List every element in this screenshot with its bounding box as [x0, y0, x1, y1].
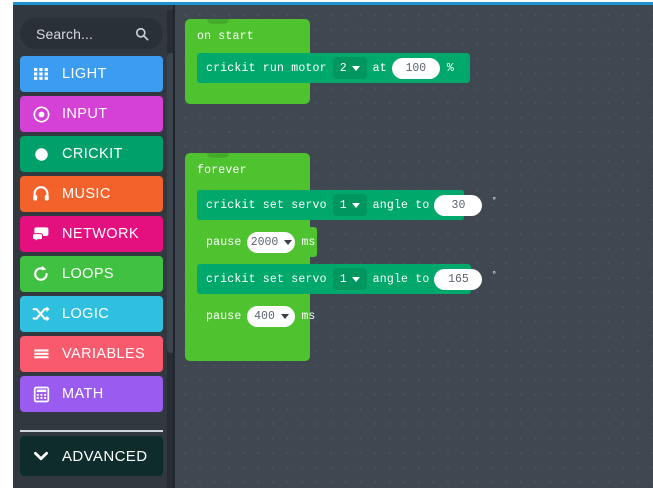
block-crickit-run-motor[interactable]: crickit run motor 2 at 100 %: [197, 53, 470, 83]
block-label-middle: angle to: [372, 198, 430, 212]
block-label-prefix: pause: [206, 309, 242, 323]
servo-select[interactable]: 1: [332, 194, 367, 216]
speed-unit: %: [446, 61, 454, 75]
duration-input[interactable]: 400: [246, 305, 295, 327]
grid-icon: [31, 64, 51, 84]
block-label-prefix: crickit run motor: [206, 61, 327, 75]
category-label: LOGIC: [62, 306, 110, 322]
angle-value: 30: [451, 198, 466, 212]
toolbox-divider: [20, 430, 163, 432]
chevron-down-icon: [351, 202, 360, 208]
servo-value: 1: [339, 198, 347, 212]
block-crickit-set-servo-2[interactable]: crickit set servo 1 angle to 165 °: [197, 264, 497, 294]
servo-value: 1: [339, 272, 347, 286]
speech-bubble-icon: [31, 224, 51, 244]
category-loops[interactable]: LOOPS: [20, 256, 163, 292]
category-input[interactable]: INPUT: [20, 96, 163, 132]
angle-unit: °: [491, 196, 497, 206]
block-pause-2000[interactable]: pause 2000 ms: [197, 227, 317, 257]
angle-unit: °: [491, 270, 497, 280]
block-notch: [207, 153, 229, 158]
chevron-down-icon: [280, 313, 289, 319]
block-pause-400[interactable]: pause 400 ms: [197, 301, 315, 331]
category-label: VARIABLES: [62, 346, 146, 362]
category-variables[interactable]: VARIABLES: [20, 336, 163, 372]
category-network[interactable]: NETWORK: [20, 216, 163, 252]
circle-icon: [31, 144, 51, 164]
category-label: LIGHT: [62, 66, 107, 82]
chevron-down-icon: [31, 446, 51, 466]
angle-input[interactable]: 165: [434, 268, 483, 290]
duration-unit: ms: [301, 309, 316, 323]
shuffle-icon: [31, 304, 51, 324]
duration-input[interactable]: 2000: [246, 231, 295, 253]
headphones-icon: [31, 184, 51, 204]
chevron-down-icon: [351, 276, 360, 282]
workspace-canvas[interactable]: on start crickit run motor 2 at 100 % fo…: [175, 5, 653, 488]
motor-value: 2: [339, 61, 347, 75]
category-light[interactable]: LIGHT: [20, 56, 163, 92]
category-label: CRICKIT: [62, 146, 123, 162]
category-math[interactable]: MATH: [20, 376, 163, 412]
category-list: LIGHT INPUT CRICKIT: [20, 56, 163, 416]
category-advanced[interactable]: ADVANCED: [20, 436, 163, 476]
category-label: LOOPS: [62, 266, 114, 282]
category-label: MUSIC: [62, 186, 111, 202]
refresh-icon: [31, 264, 51, 284]
speed-value: 100: [405, 61, 427, 75]
block-label-prefix: pause: [206, 235, 242, 249]
block-title: forever: [197, 164, 247, 177]
category-label: NETWORK: [62, 226, 139, 242]
duration-value: 2000: [250, 235, 279, 249]
block-forever-foot: [185, 337, 310, 361]
angle-input[interactable]: 30: [434, 194, 483, 216]
block-label-prefix: crickit set servo: [206, 272, 327, 286]
target-icon: [31, 104, 51, 124]
chevron-down-icon: [284, 239, 293, 245]
speed-input[interactable]: 100: [391, 57, 440, 79]
chevron-down-icon: [351, 65, 360, 71]
block-title: on start: [197, 30, 254, 43]
category-music[interactable]: MUSIC: [20, 176, 163, 212]
block-label-prefix: crickit set servo: [206, 198, 327, 212]
search-icon[interactable]: [135, 27, 149, 41]
duration-value: 400: [254, 309, 275, 323]
category-crickit[interactable]: CRICKIT: [20, 136, 163, 172]
search-input[interactable]: Search...: [20, 18, 163, 49]
block-label-middle: angle to: [372, 272, 430, 286]
block-label-middle: at: [372, 61, 387, 75]
calculator-icon: [31, 384, 51, 404]
block-notch: [207, 19, 229, 24]
category-label: INPUT: [62, 106, 108, 122]
category-label: ADVANCED: [62, 447, 148, 465]
servo-select[interactable]: 1: [332, 268, 367, 290]
toolbox-canvas-divider: [173, 5, 175, 488]
toolbox-scrollbar-thumb[interactable]: [167, 53, 175, 353]
toolbox-panel: Search...: [13, 5, 175, 488]
category-logic[interactable]: LOGIC: [20, 296, 163, 332]
angle-value: 165: [448, 272, 469, 286]
lines-icon: [31, 344, 51, 364]
block-crickit-set-servo-1[interactable]: crickit set servo 1 angle to 30 °: [197, 190, 497, 220]
category-label: MATH: [62, 386, 104, 402]
search-placeholder: Search...: [36, 25, 93, 42]
motor-select[interactable]: 2: [332, 57, 367, 79]
top-accent-rule: [13, 2, 653, 5]
duration-unit: ms: [301, 235, 316, 249]
